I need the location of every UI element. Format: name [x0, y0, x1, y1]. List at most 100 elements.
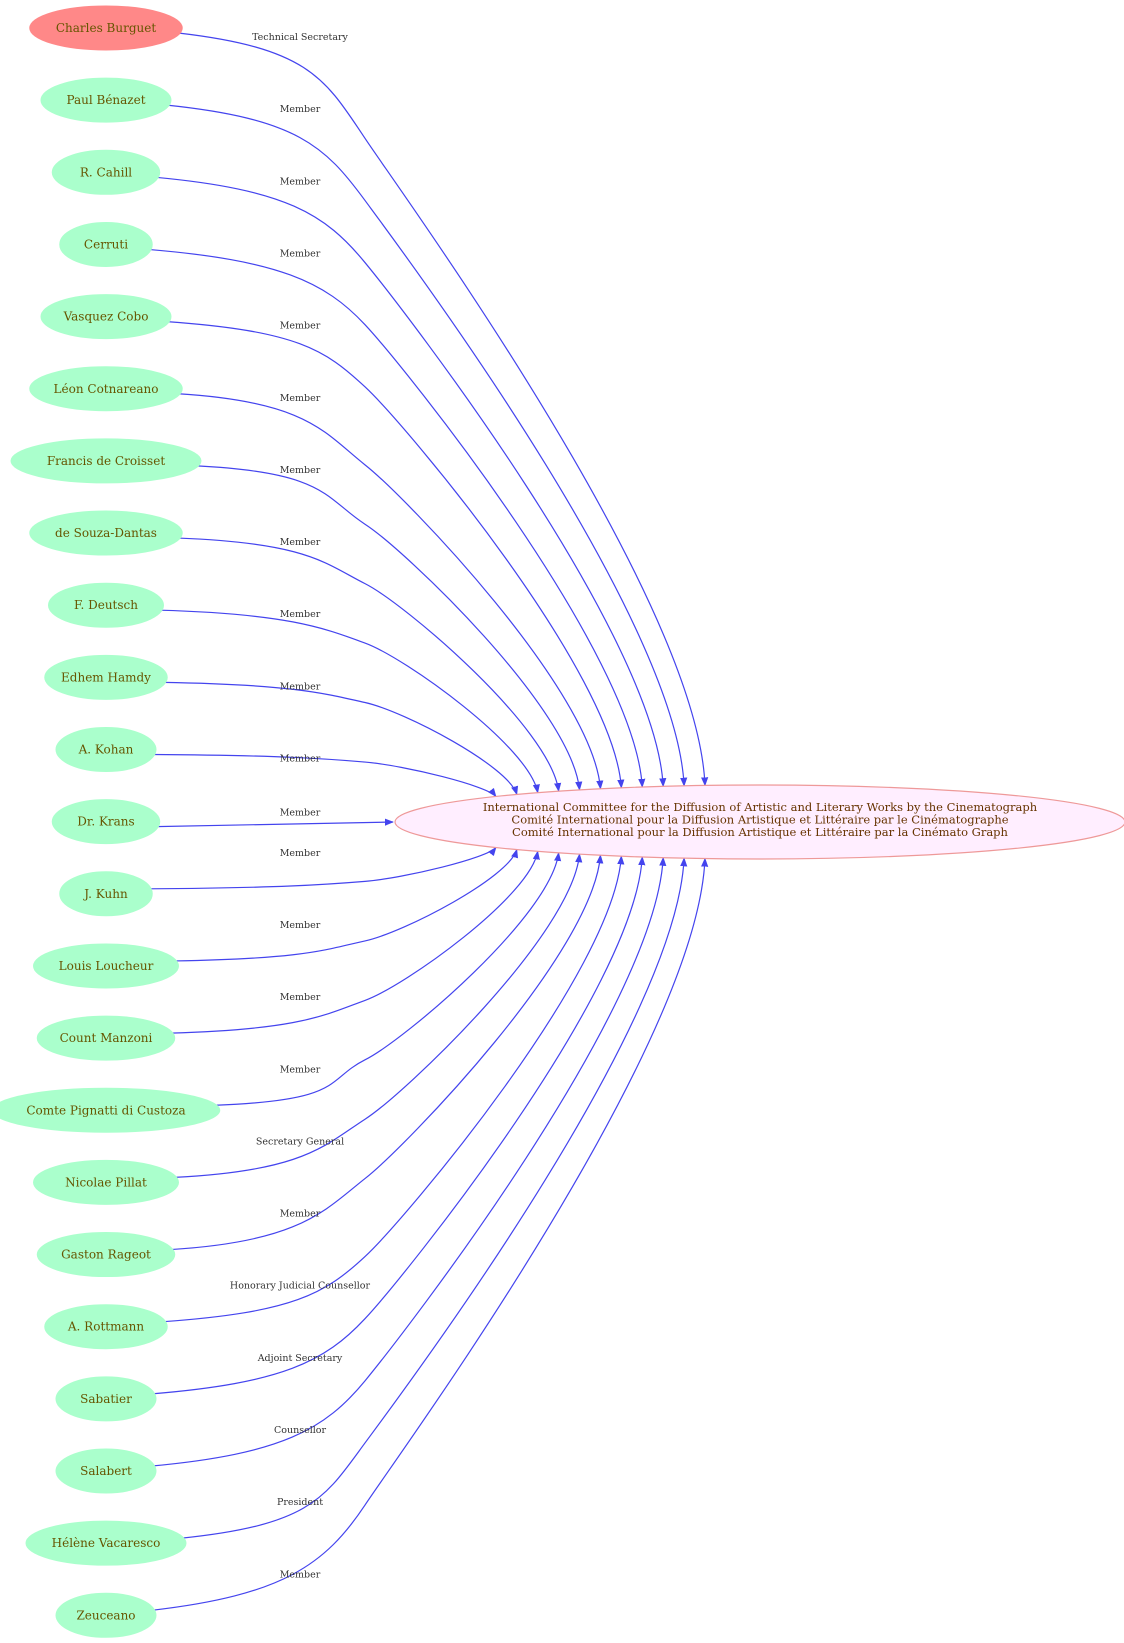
edge-cerruti: [148, 248, 646, 788]
committee-label-line-1: International Committee for the Diffusio…: [483, 800, 1038, 814]
node-a-rottmann[interactable]: A. Rottmann: [44, 1304, 168, 1350]
node-shape-a-kohan: [55, 727, 157, 772]
edge-charles-burguet: [178, 32, 709, 787]
edge-label-salabert: Counsellor: [274, 1425, 327, 1436]
node-dr-krans[interactable]: Dr. Krans: [51, 799, 161, 845]
edge-paul-benazet: [166, 104, 688, 787]
edge-a-kohan: [151, 753, 497, 798]
node-label-zeuceano: Zeuceano: [76, 1608, 135, 1622]
edge-label-charles-burguet: Technical Secretary: [252, 32, 348, 43]
node-salabert[interactable]: Salabert: [55, 1448, 157, 1494]
node-de-souza-dantas[interactable]: de Souza-Dantas: [29, 510, 183, 556]
node-shape-charles-burguet: [29, 5, 183, 51]
node-zeuceano[interactable]: Zeuceano: [55, 1592, 157, 1638]
node-label-vasquez-cobo: Vasquez Cobo: [63, 310, 149, 324]
node-f-deutsch[interactable]: F. Deutsch: [48, 582, 164, 628]
node-charles-burguet[interactable]: Charles Burguet: [29, 5, 183, 51]
committee-node: International Committee for the Diffusio…: [394, 784, 1124, 860]
node-label-a-rottmann: A. Rottmann: [67, 1320, 144, 1334]
node-r-cahill[interactable]: R. Cahill: [51, 149, 161, 195]
node-label-gaston-rageot: Gaston Rageot: [61, 1248, 151, 1262]
committee-label-line-3: Comité International pour la Diffusion A…: [512, 825, 1008, 839]
node-label-nicolae-pillat: Nicolae Pillat: [65, 1175, 147, 1189]
node-edhem-hamdy[interactable]: Edhem Hamdy: [44, 654, 168, 700]
node-francis-de-croisset[interactable]: Francis de Croisset: [10, 438, 202, 484]
edge-label-de-souza-dantas: Member: [280, 537, 321, 548]
node-label-de-souza-dantas: de Souza-Dantas: [55, 526, 157, 540]
edge-label-nicolae-pillat: Secretary General: [256, 1136, 344, 1147]
edge-count-manzoni: [170, 850, 540, 1034]
node-shape-paul-benazet: [40, 77, 172, 123]
edge-labels-layer: Technical SecretaryMemberMemberMemberMem…: [230, 32, 371, 1580]
edge-label-paul-benazet: Member: [280, 104, 321, 115]
node-shape-gaston-rageot: [36, 1232, 176, 1278]
edge-label-edhem-hamdy: Member: [280, 681, 321, 692]
edge-gaston-rageot: [170, 854, 604, 1251]
edge-j-kuhn: [148, 846, 497, 890]
node-vasquez-cobo[interactable]: Vasquez Cobo: [40, 294, 172, 340]
node-label-count-manzoni: Count Manzoni: [60, 1031, 153, 1045]
edge-f-deutsch: [159, 609, 540, 794]
edge-de-souza-dantas: [178, 537, 562, 793]
edge-dr-krans: [155, 818, 394, 828]
node-shape-francis-de-croisset: [10, 438, 202, 484]
edge-label-r-cahill: Member: [280, 176, 321, 187]
node-nicolae-pillat[interactable]: Nicolae Pillat: [33, 1159, 179, 1205]
node-shape-helene-vacaresco: [25, 1520, 187, 1566]
edges-layer: [148, 32, 709, 1611]
edge-zeuceano: [151, 857, 709, 1611]
edge-comte-pignatti-di-custoza: [215, 851, 562, 1106]
edge-label-zeuceano: Member: [280, 1569, 321, 1580]
node-shape-r-cahill: [51, 149, 161, 195]
node-label-francis-de-croisset: Francis de Croisset: [47, 454, 165, 468]
node-comte-pignatti-di-custoza[interactable]: Comte Pignatti di Custoza: [0, 1087, 221, 1133]
node-label-f-deutsch: F. Deutsch: [74, 598, 138, 612]
edge-label-comte-pignatti-di-custoza: Member: [280, 1064, 321, 1075]
node-paul-benazet[interactable]: Paul Bénazet: [40, 77, 172, 123]
node-shape-sabatier: [55, 1376, 157, 1422]
edge-label-j-kuhn: Member: [280, 848, 321, 859]
edge-label-a-kohan: Member: [280, 754, 321, 765]
node-shape-leon-cotnareano: [29, 366, 183, 412]
node-label-charles-burguet: Charles Burguet: [56, 21, 157, 35]
committee-label-line-2: Comité International pour la Diffusion A…: [511, 813, 1008, 827]
committee-shape: [394, 784, 1124, 860]
node-label-comte-pignatti-di-custoza: Comte Pignatti di Custoza: [26, 1103, 185, 1117]
edge-r-cahill: [155, 176, 667, 788]
edge-label-louis-loucheur: Member: [280, 920, 321, 931]
edge-vasquez-cobo: [166, 321, 625, 789]
edge-label-leon-cotnareano: Member: [280, 393, 321, 404]
node-label-sabatier: Sabatier: [80, 1392, 132, 1406]
edge-label-a-rottmann: Honorary Judicial Counsellor: [230, 1281, 371, 1292]
node-cerruti[interactable]: Cerruti: [59, 221, 153, 267]
edge-label-vasquez-cobo: Member: [280, 321, 321, 332]
node-sabatier[interactable]: Sabatier: [55, 1376, 157, 1422]
node-louis-loucheur[interactable]: Louis Loucheur: [33, 943, 179, 989]
node-shape-louis-loucheur: [33, 943, 179, 989]
node-leon-cotnareano[interactable]: Léon Cotnareano: [29, 366, 183, 412]
node-a-kohan[interactable]: A. Kohan: [55, 727, 157, 772]
node-label-dr-krans: Dr. Krans: [77, 815, 134, 829]
node-shape-f-deutsch: [48, 582, 164, 628]
edge-label-sabatier: Adjoint Secretary: [257, 1353, 343, 1364]
edge-helene-vacaresco: [181, 857, 688, 1539]
node-gaston-rageot[interactable]: Gaston Rageot: [36, 1232, 176, 1278]
edge-label-f-deutsch: Member: [280, 609, 321, 620]
node-shape-dr-krans: [51, 799, 161, 845]
node-shape-comte-pignatti-di-custoza: [0, 1087, 221, 1133]
node-helene-vacaresco[interactable]: Hélène Vacaresco: [25, 1520, 187, 1566]
node-shape-count-manzoni: [36, 1015, 176, 1061]
node-label-j-kuhn: J. Kuhn: [82, 887, 128, 901]
edge-nicolae-pillat: [174, 853, 583, 1178]
node-j-kuhn[interactable]: J. Kuhn: [59, 871, 153, 917]
edge-sabatier: [151, 856, 646, 1395]
edge-label-cerruti: Member: [280, 248, 321, 259]
node-count-manzoni[interactable]: Count Manzoni: [36, 1015, 176, 1061]
edge-edhem-hamdy: [163, 681, 519, 796]
node-label-leon-cotnareano: Léon Cotnareano: [54, 382, 159, 396]
node-shape-edhem-hamdy: [44, 654, 168, 700]
node-shape-nicolae-pillat: [33, 1159, 179, 1205]
node-label-louis-loucheur: Louis Loucheur: [59, 959, 154, 973]
